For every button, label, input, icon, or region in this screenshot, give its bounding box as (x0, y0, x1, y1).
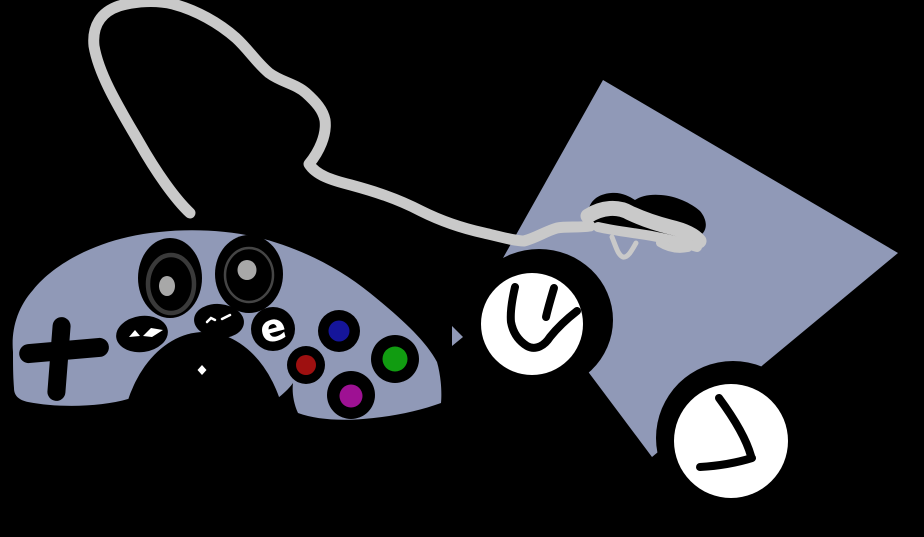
button-magenta (339, 384, 363, 408)
wheel-left-face (481, 273, 583, 375)
button-oval-left (116, 315, 168, 353)
wheel-right-face (674, 384, 788, 498)
stick-left-dot (159, 276, 175, 296)
wheel-left-glyph-line (542, 284, 558, 321)
button-red (296, 355, 316, 375)
oval-left-mark-small (129, 330, 140, 337)
cable-scribble-bump (656, 239, 692, 253)
console-body (503, 80, 898, 457)
button-green (382, 346, 408, 372)
e-button-circle (251, 307, 295, 351)
cable (88, 0, 596, 247)
console-sliver (452, 326, 463, 346)
cable-scribble-loop (609, 234, 639, 260)
stick-left-ring (145, 252, 197, 316)
oval-mid-mark-left (205, 316, 217, 324)
wheel-left-glyph-v (506, 283, 581, 352)
wheel-right-glyph-curve (715, 394, 755, 460)
dome-diamond-dot (197, 365, 207, 375)
oval-mid-mark-right (220, 313, 232, 321)
button-oval-mid (194, 303, 244, 339)
stick-right-dot (237, 260, 257, 280)
dpad-vertical-bar (47, 317, 71, 401)
cable-scribble-lower (593, 222, 702, 252)
oval-left-mark-big (143, 328, 163, 337)
wheel-right-glyph-base (696, 454, 756, 471)
cable-scribble-mass (580, 201, 707, 249)
grip-dome (120, 332, 288, 537)
button-blue (328, 320, 350, 342)
stick-right-ring (223, 246, 275, 304)
